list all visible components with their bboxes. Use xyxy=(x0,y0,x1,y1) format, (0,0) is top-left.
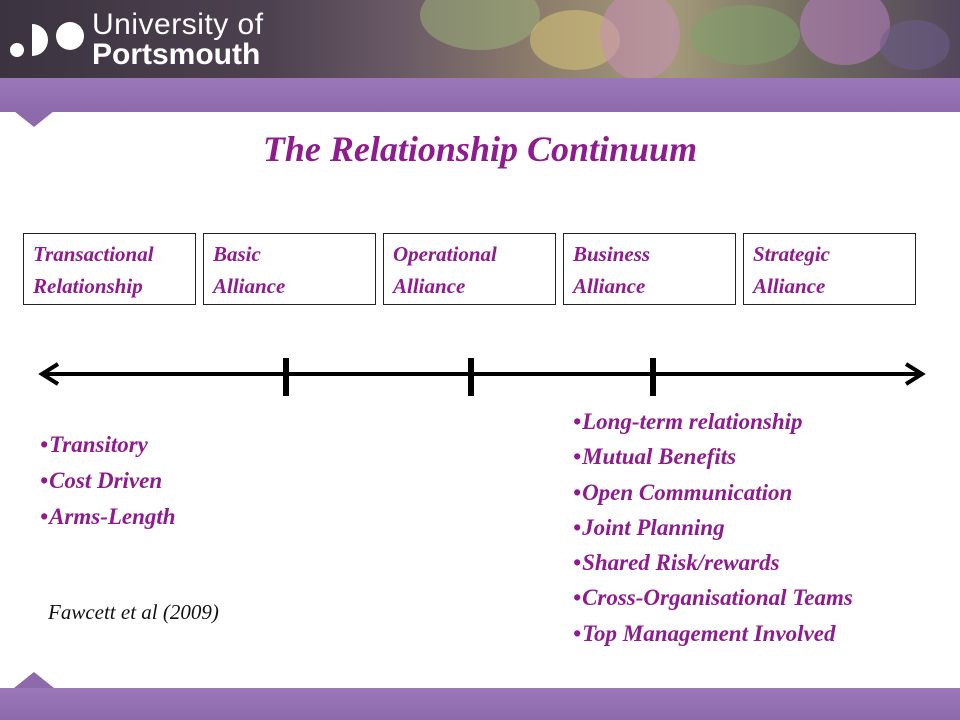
list-item: Mutual Benefits xyxy=(573,439,853,474)
footer-notch xyxy=(14,672,54,688)
list-item: Open Communication xyxy=(573,475,853,510)
list-item: Cross-Organisational Teams xyxy=(573,580,853,615)
list-item: Long-term relationship xyxy=(573,404,853,439)
transactional-traits-list: Transitory Cost Driven Arms-Length xyxy=(40,427,176,535)
citation: Fawcett et al (2009) xyxy=(48,600,219,625)
list-item: Cost Driven xyxy=(40,463,176,499)
strategic-traits-list: Long-term relationship Mutual Benefits O… xyxy=(573,404,853,651)
list-item: Shared Risk/rewards xyxy=(573,545,853,580)
list-item: Arms-Length xyxy=(40,499,176,535)
list-item: Top Management Involved xyxy=(573,616,853,651)
footer-band xyxy=(0,688,960,720)
list-item: Transitory xyxy=(40,427,176,463)
list-item: Joint Planning xyxy=(573,510,853,545)
